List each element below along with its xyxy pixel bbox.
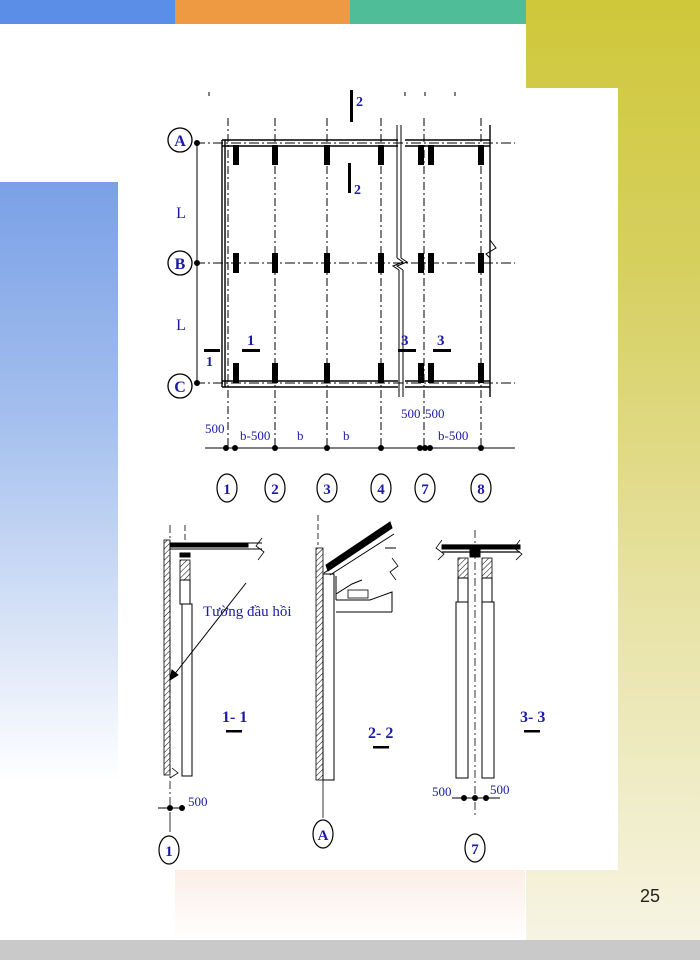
column — [378, 363, 384, 383]
cut-mark-3-left: 3 — [401, 333, 409, 349]
section-3-3-dim-left: 500 — [432, 784, 452, 799]
dim-b-500-left: b-500 — [240, 428, 270, 443]
header-stripe-orange — [175, 0, 350, 24]
column — [233, 253, 239, 273]
row-axis-markers: A B C L L — [167, 127, 200, 399]
left-decor-panel — [0, 182, 118, 782]
section-2-2-title: 2- 2 — [368, 725, 393, 742]
dim-b-2: b — [343, 428, 350, 443]
column — [324, 145, 330, 165]
column — [233, 363, 239, 383]
header-stripe-blue — [0, 0, 175, 24]
column — [378, 253, 384, 273]
column — [272, 363, 278, 383]
column — [428, 363, 434, 383]
section-1-1: Tường đầu hồi 1- 1 500 1 — [158, 525, 292, 865]
column-axis-markers: 1 2 3 4 7 8 — [216, 473, 492, 503]
column — [233, 145, 239, 165]
section-1-1-dim: 500 — [188, 794, 208, 809]
column — [324, 363, 330, 383]
cut-mark-1-right: 1 — [247, 333, 255, 349]
section-3-3: 3- 3 500 500 7 — [432, 530, 545, 863]
section-3-3-dim-right: 500 — [490, 782, 510, 797]
page-number: 25 — [640, 886, 661, 906]
expansion-joint — [391, 125, 497, 397]
column — [272, 253, 278, 273]
cut-mark-2-bottom: 2 — [354, 183, 361, 198]
column — [418, 145, 424, 165]
axis-label-a: A — [174, 133, 186, 150]
column — [324, 253, 330, 273]
column — [478, 253, 484, 273]
dim-500-joint-left: 500 — [401, 406, 421, 421]
axis-label-7: 7 — [421, 482, 429, 498]
bottom-decor-fade — [175, 870, 525, 940]
wall-label: Tường đầu hồi — [203, 604, 292, 620]
column — [378, 145, 384, 165]
span-label-ab: L — [176, 205, 186, 222]
axis-label-4: 4 — [377, 482, 385, 498]
section-1-1-axis: 1 — [165, 844, 173, 860]
cut-mark-2-top: 2 — [356, 95, 363, 110]
axis-label-1: 1 — [223, 482, 231, 498]
drawing-panel: A B C L L 2 2 1 1 3 3 500 b-500 b b 500 … — [118, 88, 618, 870]
axis-label-8: 8 — [477, 482, 485, 498]
section-2-2: 2- 2 A — [312, 515, 399, 849]
axis-label-2: 2 — [271, 482, 279, 498]
structural-drawing: A B C L L 2 2 1 1 3 3 500 b-500 b b 500 … — [158, 90, 545, 865]
plan-columns — [233, 145, 484, 383]
header-stripe-teal — [350, 0, 526, 24]
section-2-2-axis: A — [318, 828, 329, 844]
column — [272, 145, 278, 165]
plan-dimensions: 500 b-500 b b 500 500 b-500 — [205, 406, 484, 451]
column — [418, 363, 424, 383]
column — [428, 253, 434, 273]
dim-500-joint-right: 500 — [425, 406, 445, 421]
section-cut-marks: 2 2 1 1 3 3 — [204, 90, 451, 370]
section-3-3-title: 3- 3 — [520, 709, 545, 726]
section-1-1-title: 1- 1 — [222, 709, 247, 726]
column — [478, 363, 484, 383]
column — [428, 145, 434, 165]
column — [478, 145, 484, 165]
axis-label-b: B — [175, 256, 186, 273]
dim-500-left: 500 — [205, 421, 225, 436]
cut-mark-3-right: 3 — [437, 333, 445, 349]
section-3-3-axis: 7 — [471, 842, 479, 858]
top-ticks — [208, 92, 456, 96]
floor-plan — [195, 92, 515, 449]
axis-label-3: 3 — [323, 482, 331, 498]
dim-b-1: b — [297, 428, 304, 443]
column — [418, 253, 424, 273]
outer-walls — [221, 125, 491, 397]
axis-label-c: C — [174, 379, 186, 396]
cut-mark-1-left: 1 — [206, 355, 213, 370]
span-label-bc: L — [176, 317, 186, 334]
bottom-bar — [0, 940, 700, 960]
dim-b-500-right: b-500 — [438, 428, 468, 443]
